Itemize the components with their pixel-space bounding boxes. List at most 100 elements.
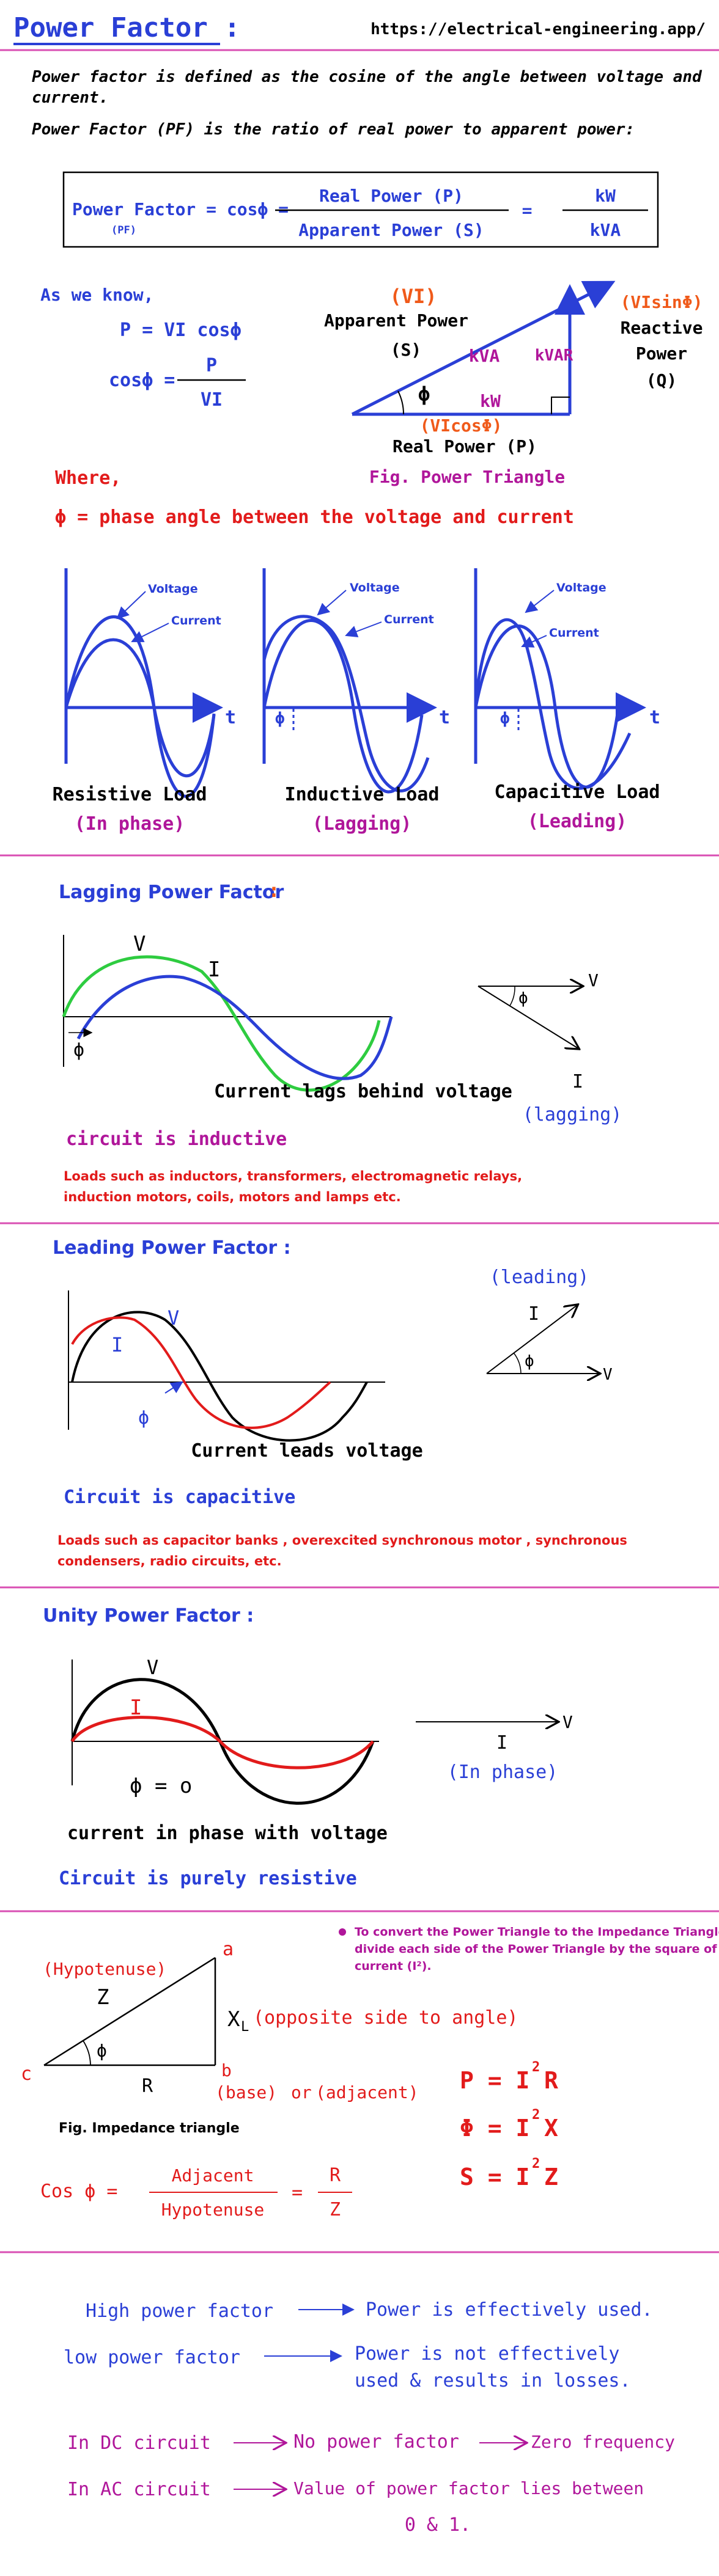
imp-z-label: Z	[97, 1985, 109, 2010]
lead-nature: Circuit is capacitive	[64, 1487, 295, 1508]
unity-current-wave	[70, 1716, 374, 1769]
low-pf-result-1: Power is not effectively	[355, 2343, 619, 2365]
cos-ratio-equals: =	[292, 2182, 303, 2203]
imp-xl-label: X	[227, 2007, 240, 2032]
panel1-state: (In phase)	[75, 813, 185, 835]
lagging-heading: Lagging Power Factor	[59, 882, 284, 903]
impedance-note-1: To convert the Power Triangle to the Imp…	[355, 1925, 719, 1939]
cos-phi-lhs: cosϕ =	[109, 370, 175, 391]
cos-ratio-adjacent: Adjacent	[172, 2165, 254, 2186]
intro-text: Power factor is defined as the cosine of…	[32, 68, 702, 139]
lag-phasor-i	[477, 986, 578, 1048]
eq-p-r: R	[544, 2067, 558, 2094]
panel2-phi: ϕ	[275, 709, 285, 728]
waveform-panels: Voltage Current t Resistive Load (In pha…	[53, 568, 660, 835]
s-label: (S)	[391, 340, 422, 360]
lead-caption: Current leads voltage	[191, 1440, 422, 1462]
eq-s-sq: 2	[532, 2156, 540, 2172]
panel-capacitive: ϕ Voltage Current t Capacitive Load (Lea…	[474, 568, 660, 832]
formula-kw: kW	[595, 186, 616, 206]
lag-i-label: I	[208, 957, 220, 982]
panel3-state: (Leading)	[528, 811, 627, 832]
panel1-load: Resistive Load	[53, 784, 207, 805]
panel1-current-pointer	[131, 623, 169, 642]
lag-phasor-v-label: V	[588, 970, 599, 990]
unity-phasor-v-label: V	[562, 1712, 573, 1732]
intro-line-3: Power Factor (PF) is the ratio of real p…	[32, 120, 635, 139]
kva-label: kVA	[469, 346, 500, 366]
cos-phi-den: VI	[201, 389, 223, 411]
dc-result-2: Zero frequency	[531, 2432, 675, 2452]
imp-xl-sub: L	[241, 2019, 249, 2035]
impedance-note-3: current (I²).	[355, 1959, 432, 1973]
imp-opposite-label: (opposite side to angle)	[253, 2007, 518, 2029]
unity-phasor-note: (In phase)	[448, 1762, 558, 1783]
lag-caption: Current lags behind voltage	[214, 1081, 512, 1102]
p-equals-vi-cos: P = VI cosϕ	[120, 320, 242, 341]
phi-angle-arc	[397, 390, 405, 415]
lead-phi: ϕ	[138, 1407, 149, 1429]
unity-phasor-i-label: I	[496, 1732, 507, 1754]
dc-result-1: No power factor	[293, 2431, 459, 2453]
note-bullet	[339, 1928, 346, 1936]
panel3-current-label: Current	[549, 626, 599, 640]
pf-formula-box: Power Factor = cosϕ = (PF) Real Power (P…	[62, 171, 659, 248]
lead-phi-arrow	[164, 1381, 183, 1394]
lead-phasor-i-label: I	[528, 1303, 539, 1325]
kvar-label: kVAR	[535, 346, 573, 365]
imp-hypotenuse-side	[43, 1956, 216, 2066]
panel3-t-label: t	[649, 707, 660, 728]
formula-pf-sub: (PF)	[111, 224, 136, 236]
unity-caption: current in phase with voltage	[67, 1823, 388, 1844]
lag-v-label: V	[133, 932, 146, 956]
imp-phi: ϕ	[97, 2041, 107, 2061]
formula-lhs: Power Factor = cosϕ =	[72, 199, 289, 219]
lead-i-label: I	[111, 1333, 123, 1356]
as-we-know: As we know,	[40, 285, 153, 305]
imp-a-label: a	[223, 1939, 234, 1960]
leading-heading: Leading Power Factor :	[53, 1237, 291, 1259]
triangle-phi: ϕ	[418, 382, 430, 406]
apparent-power-label: Apparent Power	[324, 310, 468, 331]
lagging-colon: :	[270, 880, 278, 902]
panel3-phi: ϕ	[500, 709, 510, 728]
vi-label: (VI)	[389, 285, 437, 308]
lag-loads-1: Loads such as inductors, transformers, e…	[64, 1169, 522, 1184]
lead-current-wave	[71, 1316, 331, 1429]
unity-i-label: I	[130, 1696, 142, 1720]
cos-ratio-z: Z	[330, 2199, 341, 2220]
q-label: (Q)	[646, 370, 677, 390]
reactive-label: Reactive	[621, 318, 703, 338]
formula-frame	[62, 171, 659, 248]
panel2-current-wave	[262, 615, 430, 792]
ac-result-1: Value of power factor lies between	[293, 2478, 644, 2498]
real-power-label: Real Power (P)	[393, 436, 537, 456]
imp-caption: Fig. Impedance triangle	[59, 2121, 240, 2136]
panel2-current-pointer	[345, 621, 382, 637]
eq-p-lhs: P = I	[460, 2067, 529, 2094]
lead-phasor-i	[486, 1305, 577, 1374]
lead-phasor-note: (leading)	[490, 1267, 589, 1288]
lead-loads-1: Loads such as capacitor banks , overexci…	[57, 1533, 627, 1548]
panel2-state: (Lagging)	[312, 813, 412, 835]
lag-phasor-note: (lagging)	[523, 1104, 622, 1125]
lead-v-label: V	[168, 1306, 179, 1330]
panel3-voltage-pointer	[525, 590, 555, 613]
lag-phasor-phi: ϕ	[518, 989, 528, 1008]
right-angle-mark	[551, 397, 570, 414]
panel3-current-pointer	[521, 635, 547, 648]
lead-voltage-wave	[71, 1311, 368, 1442]
power-triangle: ϕ (VI) Apparent Power (S) kVA kVAR kW (V…	[324, 280, 703, 487]
panel1-t-label: t	[225, 707, 236, 728]
imp-b-label: b	[221, 2060, 232, 2080]
panel1-voltage-label: Voltage	[148, 582, 198, 596]
ac-label: In AC circuit	[67, 2479, 211, 2500]
visin-label: (VIsinΦ)	[621, 292, 703, 312]
panel-inductive: ϕ Voltage Current t Inductive Load (Lagg…	[262, 568, 450, 835]
imp-base-label: (base)	[215, 2082, 277, 2102]
eq-s-lhs: S = I	[460, 2164, 529, 2190]
low-pf-label: low power factor	[64, 2347, 240, 2368]
panel3-current-wave	[474, 618, 632, 790]
lead-loads-2: condensers, radio circuits, etc.	[57, 1554, 282, 1568]
eq-q-lhs: Φ = I	[460, 2115, 529, 2142]
